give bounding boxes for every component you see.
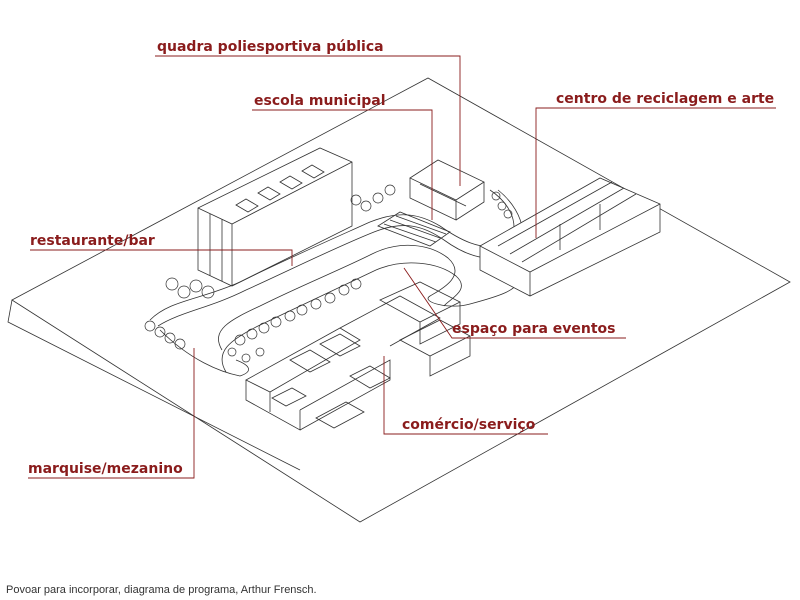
site-boundary — [11, 77, 791, 523]
leader-centro — [535, 107, 776, 238]
sports-court — [409, 159, 485, 221]
commercial-blocks — [245, 281, 471, 431]
drawing — [7, 77, 791, 523]
label-quadra-poliesportiva: quadra poliesportiva pública — [157, 39, 384, 55]
label-escola-municipal: escola municipal — [254, 93, 386, 109]
label-marquise-mezanino: marquise/mezanino — [28, 461, 183, 477]
leader-eventos — [403, 267, 626, 339]
leader-escola — [252, 109, 433, 220]
recycling-center — [479, 177, 661, 297]
label-espaco-eventos: espaço para eventos — [452, 321, 616, 337]
leader-marquise — [28, 348, 195, 479]
trees — [144, 184, 513, 363]
figure-caption: Povoar para incorporar, diagrama de prog… — [6, 584, 317, 596]
amphitheatre — [377, 211, 451, 247]
leader-restaurante — [30, 249, 293, 266]
label-comercio-servico: comércio/serviço — [402, 417, 536, 433]
leader-quadra — [155, 55, 461, 186]
label-restaurante-bar: restaurante/bar — [30, 233, 155, 249]
leader-comercio — [383, 356, 548, 435]
site-street-edge — [7, 299, 301, 471]
leader-lines — [28, 55, 776, 479]
label-centro-reciclagem: centro de reciclagem e arte — [556, 91, 775, 107]
tower-block — [197, 147, 353, 287]
